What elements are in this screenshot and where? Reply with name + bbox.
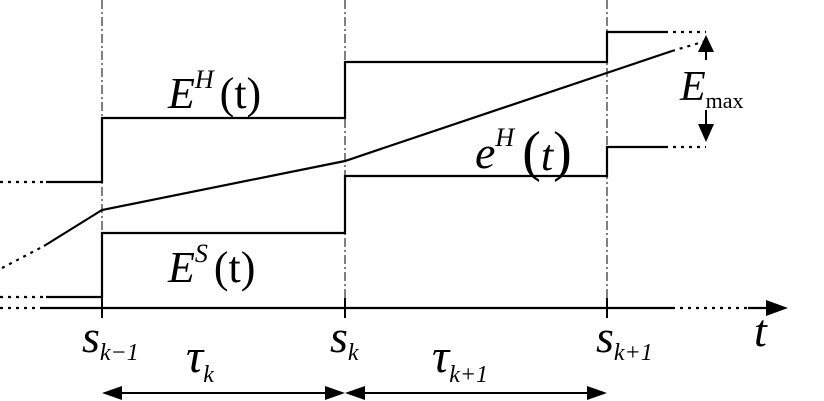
tau-k1-arrow-right bbox=[587, 386, 607, 400]
eh-step-curve bbox=[0, 30, 706, 184]
emax-up-arrowhead bbox=[698, 35, 714, 52]
es-step-curve bbox=[0, 145, 706, 299]
label-es: ES(t) bbox=[167, 239, 255, 292]
label-s-k-minus-1: sk−1 bbox=[82, 311, 139, 366]
label-tau-k-plus-1: τk+1 bbox=[432, 330, 488, 388]
label-tau-k: τk bbox=[186, 330, 214, 388]
e-energy-curve bbox=[1, 39, 707, 269]
label-t-axis: t bbox=[754, 305, 768, 356]
interval-arrows bbox=[102, 386, 607, 400]
label-eh: EH(t) bbox=[167, 65, 261, 118]
emax-down-arrowhead bbox=[698, 124, 714, 142]
tau-k-arrow-right bbox=[325, 386, 345, 400]
time-axis bbox=[0, 298, 788, 318]
tau-k1-arrow-left bbox=[345, 386, 365, 400]
axis-arrowhead bbox=[766, 300, 788, 316]
label-s-k-plus-1: sk+1 bbox=[596, 311, 653, 366]
label-s-k: sk bbox=[330, 311, 359, 366]
label-emax: Emax bbox=[679, 64, 744, 113]
emax-bracket bbox=[698, 35, 714, 142]
label-e: eH(t) bbox=[475, 121, 572, 183]
tau-k-arrow-left bbox=[102, 386, 122, 400]
